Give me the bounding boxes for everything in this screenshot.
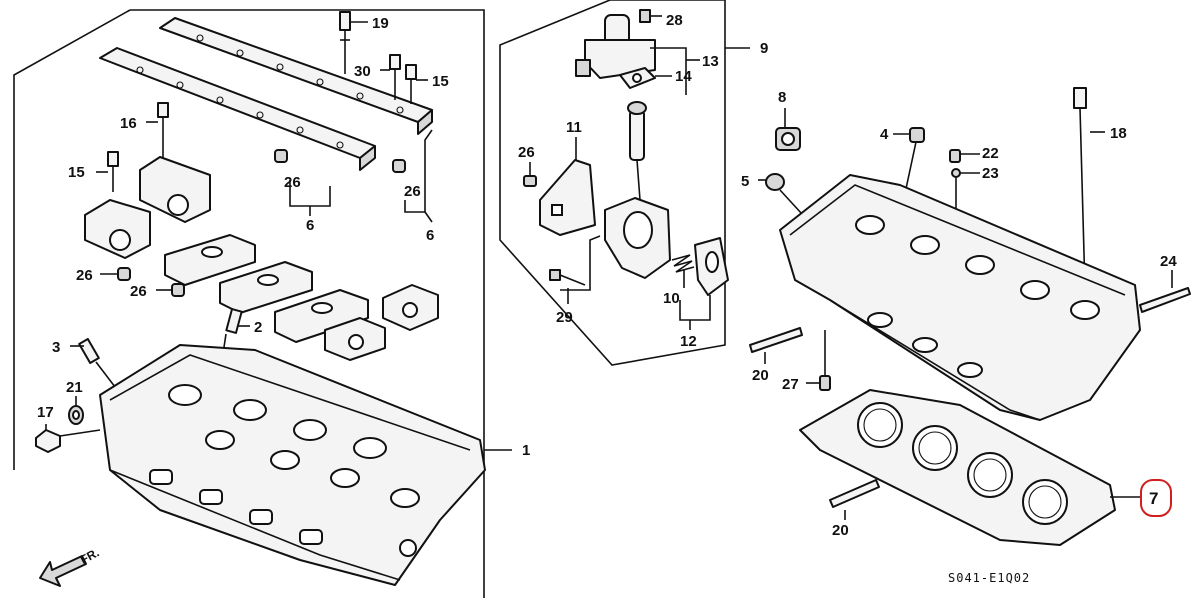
dowel-26-d xyxy=(156,283,185,297)
callout-26-e: 26 xyxy=(518,144,535,161)
callout-26-d: 26 xyxy=(130,283,147,300)
callout-26-b: 26 xyxy=(404,183,421,200)
callout-13: 13 xyxy=(702,53,719,70)
camshaft-holder-1 xyxy=(139,156,211,223)
bolt-15-left xyxy=(96,151,119,192)
camshaft-holder-7 xyxy=(382,284,439,331)
dowel-27 xyxy=(806,330,831,391)
stud-20-lower xyxy=(829,479,880,520)
callout-7: 7 xyxy=(1149,489,1158,508)
callout-2: 2 xyxy=(254,319,262,336)
callout-16: 16 xyxy=(120,115,137,132)
head-gasket xyxy=(799,389,1140,546)
bolt-15-top xyxy=(405,64,428,104)
callout-11: 11 xyxy=(566,119,582,136)
callout-12: 12 xyxy=(680,333,697,350)
front-arrow xyxy=(39,555,87,587)
callout-26-a: 26 xyxy=(284,174,301,191)
callout-15-b: 15 xyxy=(68,164,85,181)
callout-19: 19 xyxy=(372,15,389,32)
bracket-6-right xyxy=(404,129,433,223)
washer-21 xyxy=(68,396,84,425)
callout-9: 9 xyxy=(760,40,768,57)
callout-1: 1 xyxy=(522,442,530,459)
callout-8: 8 xyxy=(778,89,786,106)
callout-27: 27 xyxy=(782,376,799,393)
callout-5: 5 xyxy=(741,173,749,190)
callout-30: 30 xyxy=(354,63,371,80)
callout-22: 22 xyxy=(982,145,999,162)
plug-8 xyxy=(775,108,801,151)
bracket-6-left xyxy=(289,180,331,216)
callout-6-a: 6 xyxy=(306,217,314,234)
bolt-16 xyxy=(146,102,169,158)
callout-7-highlight: 7 xyxy=(1140,479,1172,517)
middle-group-frame xyxy=(499,0,750,366)
camshaft-holder-3 xyxy=(164,234,256,286)
sensor-28-assembly xyxy=(575,9,700,95)
stud-24 xyxy=(1139,270,1191,313)
dowel-26-b xyxy=(392,159,406,173)
gasket-12 xyxy=(679,237,729,330)
solenoid-valve-body xyxy=(560,197,671,291)
bolt-26-middle xyxy=(523,162,537,187)
camshaft-holder-5 xyxy=(274,289,369,343)
cap-4 xyxy=(893,127,925,241)
dowel-22 xyxy=(949,149,980,163)
bolt-30 xyxy=(380,54,401,100)
callout-20-b: 20 xyxy=(832,522,849,539)
bolt-18 xyxy=(1073,87,1105,291)
bracket-11 xyxy=(539,137,596,236)
camshaft-holder-6 xyxy=(324,317,386,361)
callout-20-a: 20 xyxy=(752,367,769,384)
cylinder-head xyxy=(59,344,486,586)
dowel-26-c xyxy=(100,267,131,281)
callout-26-c: 26 xyxy=(76,267,93,284)
valve-10 xyxy=(627,101,647,201)
callout-24: 24 xyxy=(1160,253,1177,270)
callout-18: 18 xyxy=(1110,125,1127,142)
cylinder-head-right xyxy=(779,174,1141,421)
plug-17 xyxy=(35,424,61,453)
callout-15-a: 15 xyxy=(432,73,449,90)
bolt-29 xyxy=(549,269,586,304)
callout-6-b: 6 xyxy=(426,227,434,244)
gasket-14 xyxy=(619,67,672,89)
callout-14: 14 xyxy=(675,68,692,85)
bolt-19 xyxy=(339,11,368,74)
left-group-frame xyxy=(13,9,512,598)
callout-21: 21 xyxy=(66,379,83,396)
spring-10 xyxy=(671,254,695,288)
camshaft-holder-2 xyxy=(84,199,151,259)
stud-20-upper xyxy=(749,327,803,364)
callout-23: 23 xyxy=(982,165,999,182)
dowel-26-a xyxy=(274,149,288,163)
callout-4: 4 xyxy=(880,126,889,143)
rocker-shaft-upper xyxy=(159,17,433,135)
callout-28: 28 xyxy=(666,12,683,29)
callout-10: 10 xyxy=(663,290,680,307)
callout-29: 29 xyxy=(556,309,573,326)
diagram-code: S041-E1Q02 xyxy=(948,571,1030,585)
callout-17: 17 xyxy=(37,404,54,421)
callout-3: 3 xyxy=(52,339,60,356)
camshaft-holder-4 xyxy=(219,261,313,314)
rocker-shaft-lower xyxy=(99,47,376,171)
